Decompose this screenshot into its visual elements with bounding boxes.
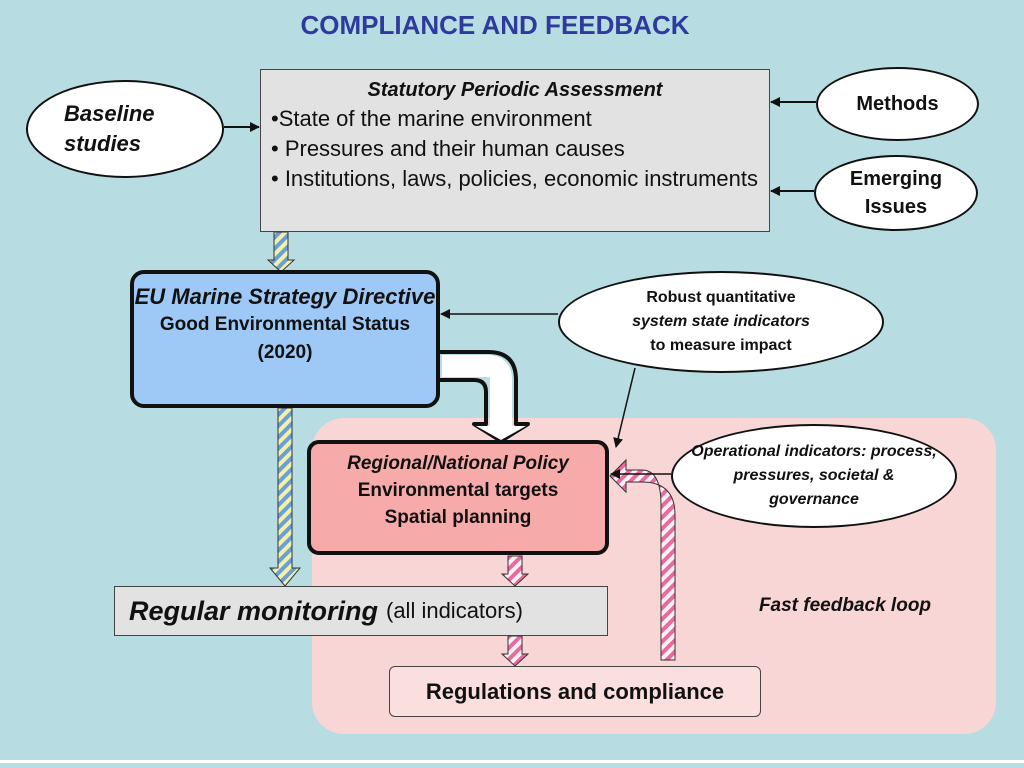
robust-line-1: Robust quantitative [646,289,796,306]
methods-label: Methods [856,92,939,115]
monitoring-to-regulations-arrow [500,635,530,667]
footer-divider [0,760,1024,763]
policy-line-2: Environmental targets [357,480,559,501]
emerging-issues-node: Emerging Issues [814,155,978,231]
assessment-item: •State of the marine environment [271,106,592,131]
baseline-studies-node: Baseline studies [26,80,224,178]
page-title: COMPLIANCE AND FEEDBACK [300,10,690,40]
feedback-loop-arrow [609,458,676,661]
robust-line-3: to measure impact [650,337,792,354]
directive-to-monitoring-arrow [268,407,302,587]
assessment-to-directive-arrow [266,231,296,273]
regulations-box: Regulations and compliance [389,666,761,717]
baseline-studies-label: Baseline studies [64,101,155,156]
statutory-assessment-box: Statutory Periodic Assessment •State of … [260,69,770,232]
directive-title: EU Marine Strategy Directive [134,284,436,309]
assessment-heading: Statutory Periodic Assessment [367,79,663,101]
assessment-item: • Pressures and their human causes [271,136,625,161]
directive-subtitle: Good Environmental Status (2020) [159,314,411,363]
robust-to-policy-arrow [613,367,636,448]
policy-line-3: Spatial planning [384,507,532,528]
monitoring-sub: (all indicators) [386,598,523,623]
assessment-item: • Institutions, laws, policies, economic… [271,166,759,191]
methods-node: Methods [816,67,979,141]
regional-policy-box: Regional/National Policy Environmental t… [307,440,609,555]
monitoring-main: Regular monitoring [129,595,378,626]
emerging-issues-label: Emerging Issues [849,168,943,218]
eu-directive-box: EU Marine Strategy Directive Good Enviro… [130,270,440,408]
fast-feedback-label: Fast feedback loop [758,595,932,616]
regular-monitoring-box: Regular monitoring (all indicators) [114,586,608,636]
operational-label: Operational indicators: process, pressur… [691,443,937,508]
policy-to-monitoring-arrow [500,555,530,587]
policy-title: Regional/National Policy [347,453,569,474]
robust-indicators-node: Robust quantitative system state indicat… [558,271,884,373]
operational-indicators-node: Operational indicators: process, pressur… [671,424,957,528]
robust-line-2: system state indicators [632,313,810,330]
regulations-label: Regulations and compliance [425,678,725,704]
